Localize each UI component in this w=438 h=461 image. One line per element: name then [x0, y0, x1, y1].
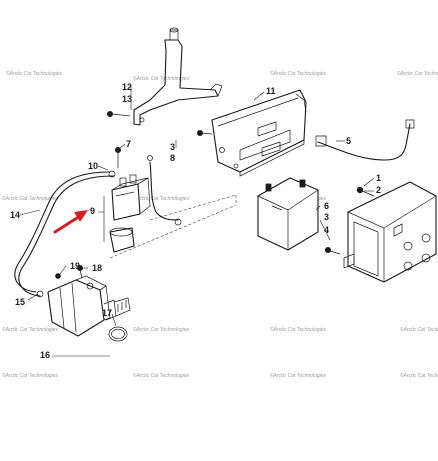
watermark: ©Arctic Cat Technologies — [400, 326, 438, 333]
callout-14: 14 — [10, 210, 20, 220]
watermark: ©Arctic Cat Technologies — [133, 326, 190, 333]
watermark: ©Arctic Cat Technologies — [6, 70, 63, 77]
ecu-tray — [211, 89, 307, 177]
watermark: ©Arctic Cat Technologies — [133, 195, 190, 202]
callout-15: 15 — [15, 297, 25, 307]
nut-19 — [55, 273, 61, 279]
callout-1: 1 — [376, 173, 381, 183]
callout-6: 6 — [324, 201, 329, 211]
starter-relay — [111, 174, 151, 221]
callout-3-lower: 3 — [324, 212, 329, 222]
bolt-1 — [356, 186, 375, 197]
bolt-7 — [115, 146, 122, 168]
callout-11: 11 — [266, 86, 276, 96]
callout-labels: 1 2 3 3 4 5 6 7 8 9 10 11 12 13 14 15 16… — [10, 82, 381, 360]
battery — [257, 177, 319, 251]
callout-5: 5 — [346, 136, 351, 146]
callout-13: 13 — [122, 94, 132, 104]
callout-2: 2 — [376, 185, 381, 195]
watermark: ©Arctic Cat Technologies — [270, 326, 327, 333]
callout-10: 10 — [88, 161, 98, 171]
pointer-arrow — [53, 210, 88, 234]
bolt-18 — [77, 264, 84, 279]
watermark: ©Arctic Cat Technologies — [397, 70, 438, 77]
callout-4: 4 — [324, 225, 329, 235]
callout-8: 8 — [170, 153, 175, 163]
watermark: ©Arctic Cat Technologies — [133, 372, 190, 379]
o-ring — [108, 326, 128, 342]
bolt-3-upper — [196, 129, 213, 136]
starter-cable — [14, 170, 116, 298]
bolt-3-lower — [324, 246, 341, 255]
watermark: ©Arctic Cat Technologies — [270, 372, 327, 379]
watermark: ©Arctic Cat Technologies — [400, 372, 438, 379]
watermark: ©Arctic Cat Technologies — [2, 372, 59, 379]
callout-7: 7 — [126, 139, 131, 149]
callout-18: 18 — [92, 263, 102, 273]
mounting-bracket — [133, 27, 223, 126]
assembly-lines — [109, 194, 237, 259]
callout-16: 16 — [40, 350, 50, 360]
callout-12: 12 — [122, 82, 132, 92]
ecu-module — [343, 181, 437, 283]
leader-lines — [19, 87, 375, 357]
callout-9: 9 — [90, 206, 95, 216]
bolt-12-13 — [107, 111, 131, 118]
battery-cable — [315, 119, 415, 161]
watermark: ©Arctic Cat Technologies — [2, 326, 59, 333]
callout-3-upper: 3 — [170, 142, 175, 152]
callout-19: 19 — [70, 261, 80, 271]
callout-17: 17 — [102, 308, 112, 318]
watermark: ©Arctic Cat Technologies — [270, 70, 327, 77]
relay-cable — [147, 155, 182, 226]
starter-motor — [47, 275, 131, 337]
relay-boot — [109, 227, 135, 253]
watermark: ©Arctic Cat Technologies — [2, 195, 59, 202]
watermark: ©Arctic Cat Technologies — [133, 75, 190, 82]
